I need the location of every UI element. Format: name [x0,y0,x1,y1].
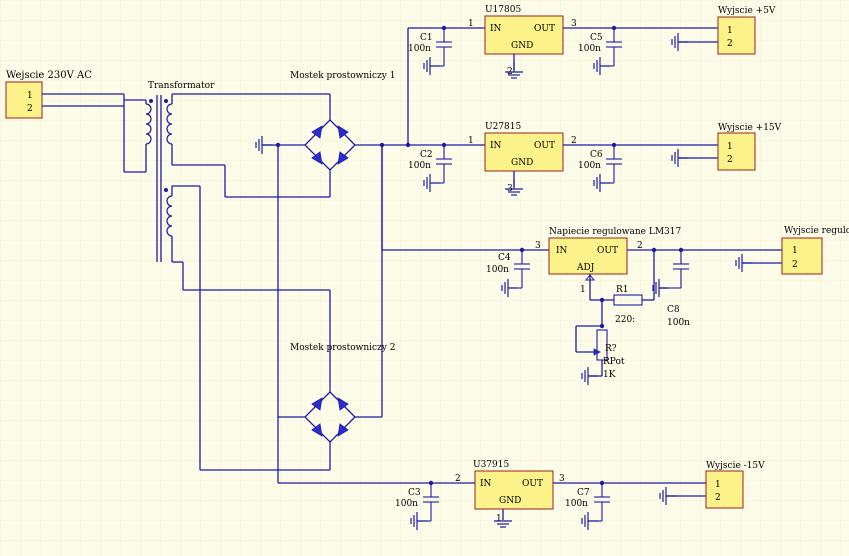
svg-text:2: 2 [715,493,721,503]
svg-text:R1: R1 [616,285,629,295]
svg-text:C3: C3 [408,488,421,498]
svg-text:OUT: OUT [597,246,618,256]
svg-text:1: 1 [496,514,502,524]
svg-text:OUT: OUT [534,24,555,34]
svg-text:RPot: RPot [603,357,625,367]
bridge-rectifier-2[interactable] [304,391,356,443]
svg-text:100n: 100n [667,318,690,328]
regulator-lm317[interactable]: IN OUT ADJ [548,237,628,275]
svg-text:C6: C6 [590,150,603,160]
input-pin-2: 2 [27,104,33,114]
svg-text:2: 2 [727,155,733,165]
capacitor-c8[interactable] [667,250,689,289]
u2-ref: U27815 [485,122,521,132]
bridge1-label: Mostek prostowniczy 1 [290,71,395,81]
svg-text:IN: IN [490,24,502,34]
svg-text:C7: C7 [577,488,590,498]
u1-ref: U17805 [485,5,521,15]
svg-text:100n: 100n [408,161,431,171]
svg-text:2: 2 [571,136,577,146]
svg-text:OUT: OUT [534,141,555,151]
svg-text:IN: IN [480,479,492,489]
svg-text:3: 3 [571,19,577,29]
output-connector-minus-15v[interactable]: 1 2 [705,470,744,509]
svg-text:C1: C1 [420,33,433,43]
transformer-label: Transformator [148,81,215,91]
svg-text:GND: GND [511,158,533,168]
svg-text:GND: GND [511,41,533,51]
svg-text:100n: 100n [578,44,601,54]
svg-text:1K: 1K [603,370,616,380]
outm15v-label: Wyjscie -15V [706,461,765,471]
svg-text:ADJ: ADJ [576,263,595,273]
outreg-label: Wyjscie regulow [784,226,849,236]
input-pin-1: 1 [27,91,33,101]
svg-text:C5: C5 [590,33,603,43]
svg-text:2: 2 [637,241,643,251]
svg-text:100n: 100n [395,499,418,509]
svg-text:2: 2 [507,67,513,77]
svg-text:1: 1 [580,285,586,295]
svg-text:C8: C8 [667,305,680,315]
svg-text:OUT: OUT [522,479,543,489]
out15v-label: Wyjscie +15V [718,123,782,133]
svg-text:1: 1 [727,26,733,36]
regulator-u1[interactable]: IN OUT GND [484,15,564,55]
bridge2-label: Mostek prostowniczy 2 [290,343,395,353]
u3-ref: U37915 [473,460,509,470]
svg-text:1: 1 [468,19,474,29]
regulator-u3[interactable]: IN OUT GND [474,470,554,510]
transformer[interactable] [123,94,173,262]
svg-text:GND: GND [499,496,521,506]
svg-text:100n: 100n [565,499,588,509]
output-connector-regulated[interactable]: 1 2 [781,237,823,275]
svg-text:C4: C4 [498,253,511,263]
lm317-label: Napiecie regulowane LM317 [549,227,681,237]
bridge-rectifier-1[interactable] [304,119,356,171]
svg-text:2: 2 [792,260,798,270]
svg-text:3: 3 [559,474,565,484]
svg-text:IN: IN [490,141,502,151]
capacitor-c1[interactable] [430,28,452,67]
svg-text:IN: IN [556,246,568,256]
svg-text:2: 2 [455,474,461,484]
svg-text:1: 1 [727,142,733,152]
svg-text:3: 3 [535,241,541,251]
output-connector-5v[interactable]: 1 2 [717,16,756,55]
svg-text:1: 1 [715,480,721,490]
input-label: Wejscie 230V AC [6,70,92,81]
svg-text:1: 1 [468,136,474,146]
regulator-u2[interactable]: IN OUT GND [484,132,564,172]
out5v-label: Wyjscie +5V [718,6,776,16]
svg-text:C2: C2 [420,150,433,160]
svg-text:3: 3 [507,184,513,194]
svg-text:2: 2 [727,39,733,49]
svg-text:100n: 100n [408,44,431,54]
svg-text:100n: 100n [486,265,509,275]
input-connector[interactable]: 1 2 [5,81,43,119]
svg-text:100n: 100n [578,161,601,171]
output-connector-15v[interactable]: 1 2 [717,132,756,171]
svg-text:1: 1 [792,246,798,256]
svg-text:220:: 220: [615,315,635,325]
svg-text:R?: R? [605,344,617,354]
